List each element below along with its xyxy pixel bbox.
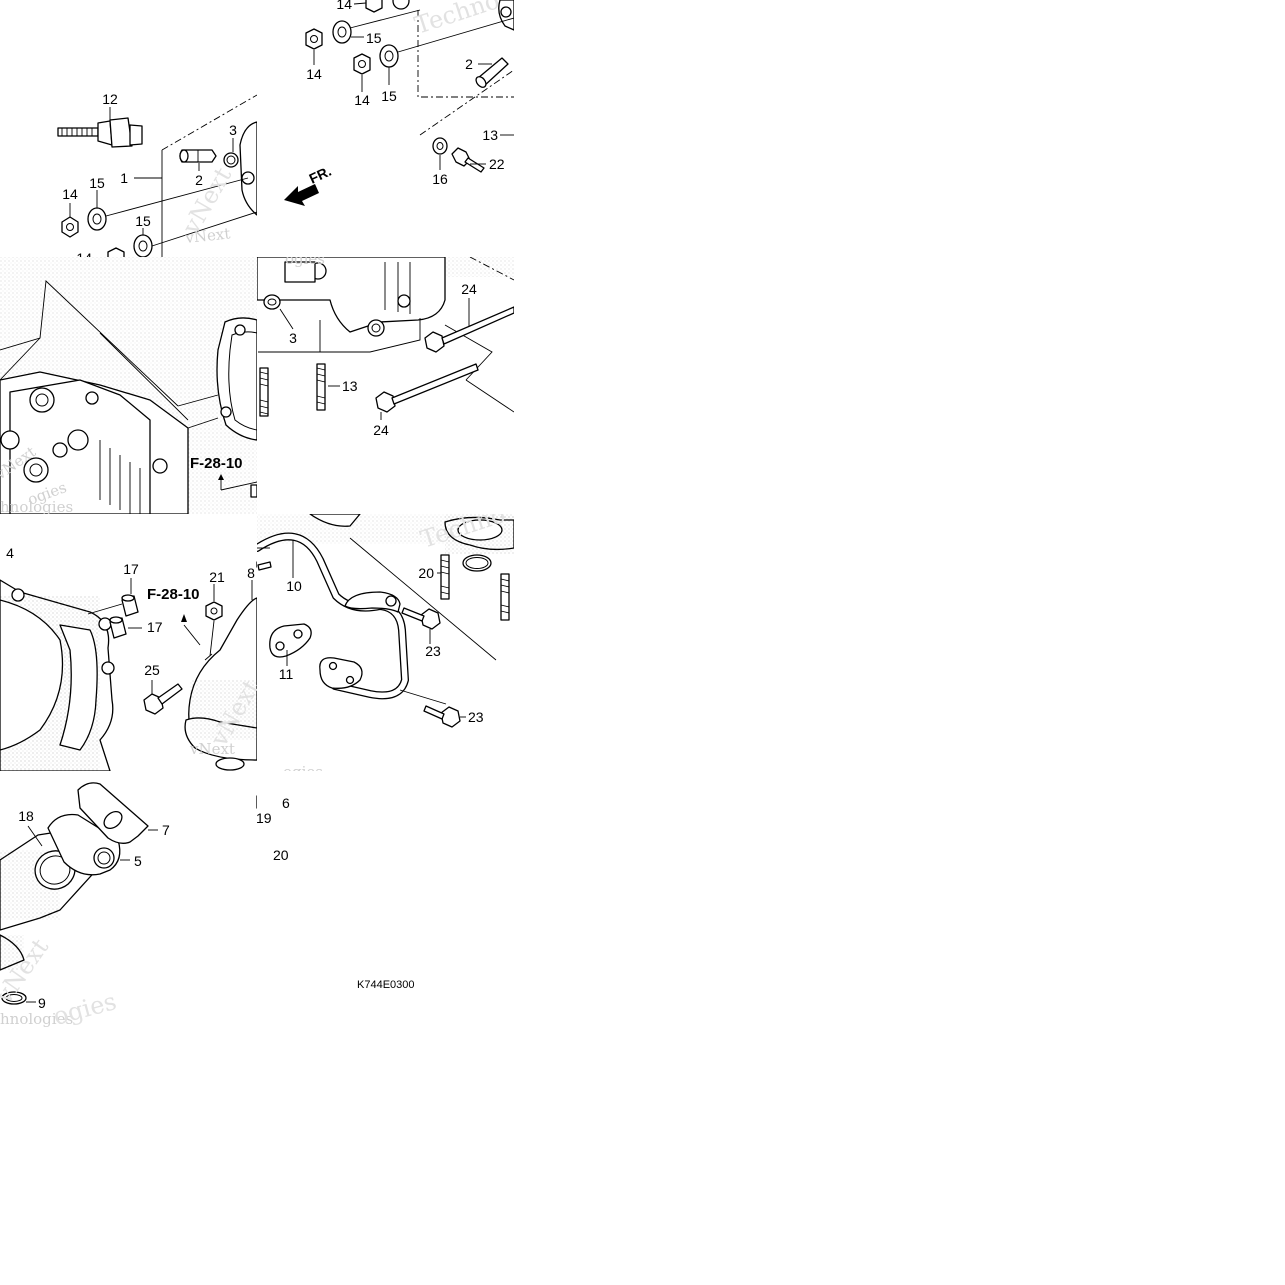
callout-11: 11 bbox=[279, 666, 294, 682]
spark-plug-part bbox=[57, 117, 143, 148]
callout-16: 16 bbox=[432, 171, 448, 187]
callout-3: 3 bbox=[229, 122, 237, 138]
callout-14c: 14 bbox=[306, 66, 322, 82]
tile-cylinder-head: F-28-10 vNext ogies hnologies bbox=[0, 257, 257, 516]
callout-19: 19 bbox=[256, 810, 272, 826]
tile-spark-plug: 12 3 1 2 14 15 15 14 vNext vNext bbox=[57, 91, 257, 266]
callout-8: 8 bbox=[247, 565, 255, 581]
callout-20b: 20 bbox=[273, 847, 289, 863]
callout-13b: 13 bbox=[342, 378, 358, 394]
callout-24: 24 bbox=[461, 281, 477, 297]
front-label: FR. bbox=[307, 163, 334, 187]
callout-25: 25 bbox=[144, 662, 160, 678]
callout-14-top: 14 bbox=[336, 0, 352, 12]
callout-23: 23 bbox=[425, 643, 441, 659]
callout-1: 1 bbox=[120, 170, 128, 186]
front-direction-arrow: FR. bbox=[284, 163, 334, 206]
callout-4: 4 bbox=[6, 545, 14, 561]
watermark-text-f: ogies bbox=[283, 763, 323, 781]
callout-3b: 3 bbox=[289, 330, 297, 346]
callout-13: 13 bbox=[482, 127, 498, 143]
callout-14b: 14 bbox=[76, 250, 92, 266]
reference-f-28-10b: F-28-10 bbox=[147, 586, 200, 603]
callout-17: 17 bbox=[123, 561, 139, 577]
callout-15d: 15 bbox=[381, 88, 397, 104]
tile-cylinder-gasket: 4 17 17 F-28-10 21 8 25 vNext vNext bbox=[0, 545, 257, 771]
callout-23b: 23 bbox=[468, 709, 484, 725]
callout-21: 21 bbox=[209, 569, 225, 585]
callout-17b: 17 bbox=[147, 619, 163, 635]
callout-22: 22 bbox=[489, 156, 505, 172]
callout-15: 15 bbox=[89, 175, 105, 191]
tile-oil-pipe: 10 11 23 23 20 ogies Techno bbox=[257, 514, 514, 781]
callout-24b: 24 bbox=[373, 422, 389, 438]
tile-intake: 18 5 7 9 hnologies vNext ogies bbox=[0, 782, 257, 1031]
callout-15b: 15 bbox=[135, 213, 151, 229]
callout-10: 10 bbox=[286, 578, 302, 594]
watermark-text-d: ogies bbox=[285, 250, 325, 268]
watermark-techno: Techno bbox=[411, 0, 503, 40]
callout-5: 5 bbox=[134, 853, 142, 869]
callout-14: 14 bbox=[62, 186, 78, 202]
watermark-text-g: hnologies bbox=[0, 1010, 73, 1028]
callout-2b: 2 bbox=[465, 56, 473, 72]
callout-6: 6 bbox=[282, 795, 290, 811]
watermark-text: vNext bbox=[184, 224, 232, 247]
tile-head-studs: 24 3 13 24 ogies bbox=[257, 250, 514, 438]
callout-18: 18 bbox=[18, 808, 34, 824]
tile-head-hardware: FR. 14 14 15 14 15 2 16 22 13 Techno bbox=[284, 0, 514, 206]
valve-guide-part bbox=[179, 149, 217, 163]
figure-code: K744E0300 bbox=[357, 979, 415, 991]
watermark-text-e: vNext bbox=[189, 740, 235, 758]
callout-20: 20 bbox=[418, 565, 434, 581]
callout-2: 2 bbox=[195, 172, 203, 188]
callout-15c: 15 bbox=[366, 30, 382, 46]
reference-f-28-10: F-28-10 bbox=[190, 455, 243, 472]
callout-14d: 14 bbox=[354, 92, 370, 108]
watermark-text-g2: ogies bbox=[50, 987, 119, 1031]
callout-9: 9 bbox=[38, 995, 46, 1011]
callout-7: 7 bbox=[162, 822, 170, 838]
callout-12: 12 bbox=[102, 91, 118, 107]
watermark-text-c3: hnologies bbox=[0, 498, 73, 516]
